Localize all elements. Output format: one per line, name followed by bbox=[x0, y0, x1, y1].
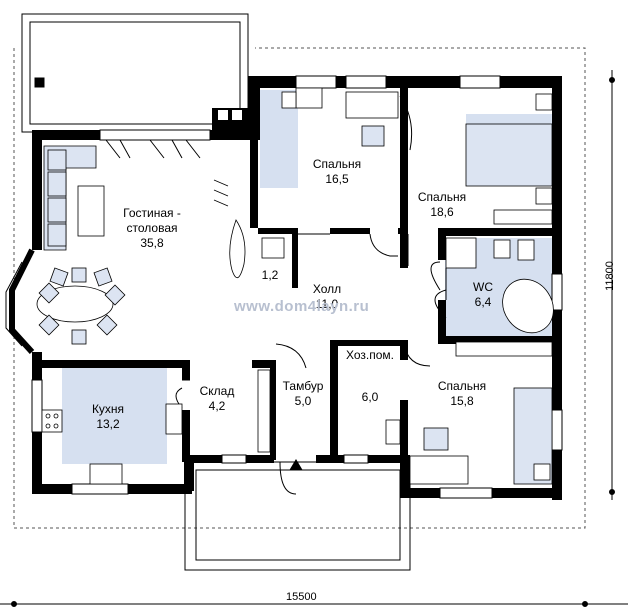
furniture bbox=[36, 87, 554, 485]
room-label-utility: Хоз.пом. bbox=[346, 348, 394, 362]
doors bbox=[105, 95, 447, 495]
porch bbox=[184, 461, 411, 571]
room-label-wc-small: 1,2 bbox=[261, 268, 279, 282]
dimension-width: 15500 bbox=[286, 591, 317, 603]
watermark: www.dom4layn.ru bbox=[234, 298, 370, 315]
interior-walls bbox=[42, 88, 562, 490]
terrace-outline bbox=[13, 47, 586, 529]
windows bbox=[31, 75, 563, 499]
room-label-utility-area: 6,0 bbox=[361, 390, 379, 404]
bay-window bbox=[5, 248, 35, 355]
dimension-height: 11800 bbox=[603, 261, 616, 291]
dimension-lines bbox=[0, 70, 628, 607]
